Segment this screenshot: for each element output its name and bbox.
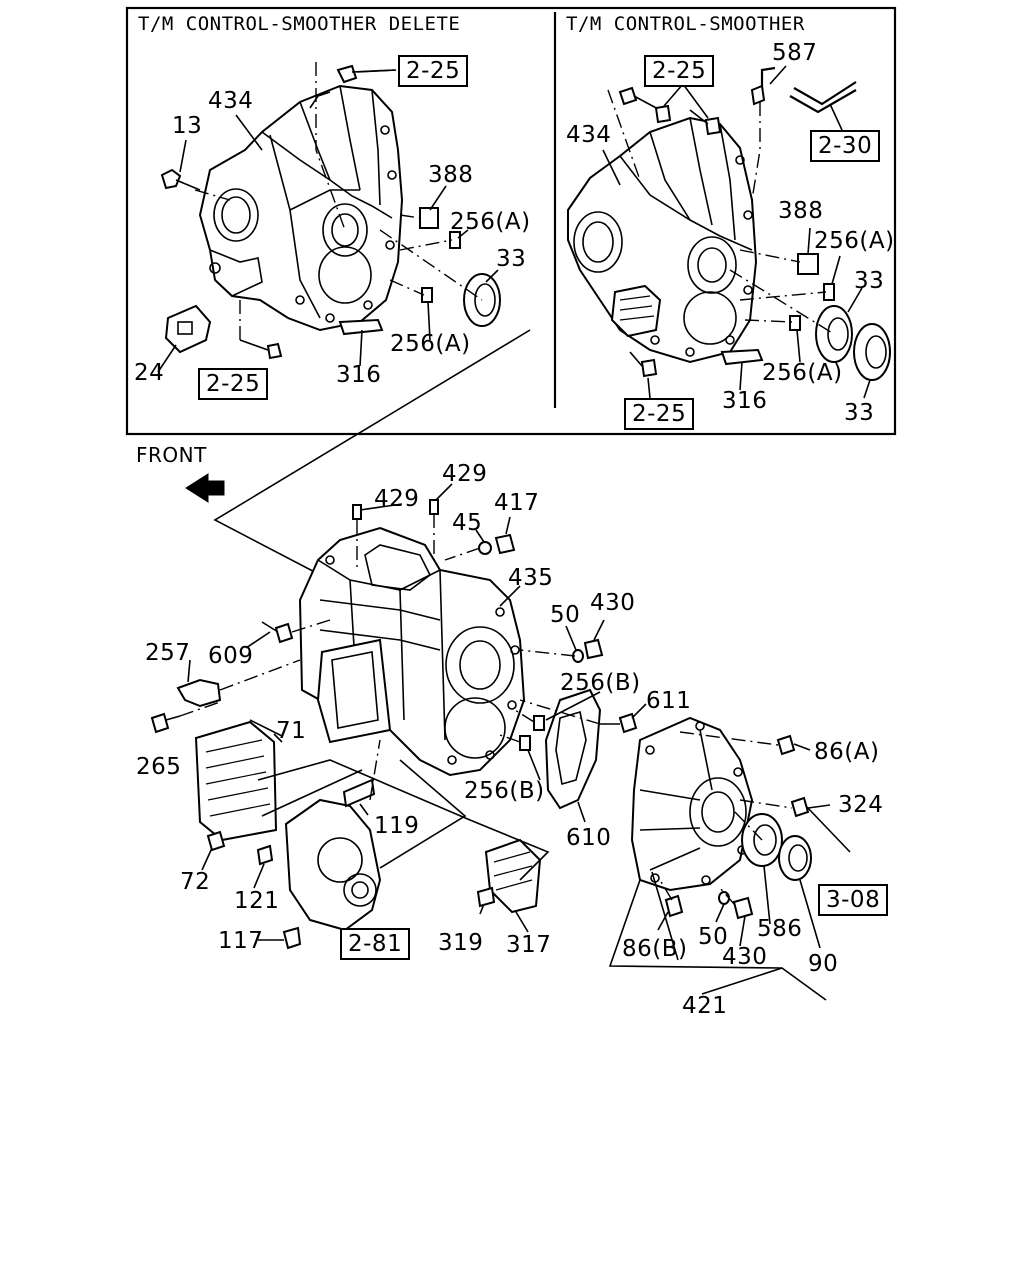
part-388-right: 388	[778, 198, 824, 224]
part-50-a: 50	[550, 602, 581, 628]
bell-housing-left	[198, 84, 404, 332]
part-119: 119	[374, 813, 420, 839]
transmission-case	[298, 526, 526, 777]
ref-2-25-right-top[interactable]: 2-25	[644, 55, 715, 87]
part-256b-b: 256(B)	[464, 778, 545, 804]
part-121: 121	[234, 888, 280, 914]
part-86b: 86(B)	[622, 936, 688, 962]
part-256a-right-2: 256(A)	[762, 360, 843, 386]
main-leaders	[179, 483, 831, 1001]
right-inset-leaders	[602, 65, 871, 399]
left-inset-small-parts	[160, 62, 501, 360]
inset-panel-frame	[125, 6, 897, 436]
part-50-b: 50	[698, 924, 729, 950]
part-319: 319	[438, 930, 484, 956]
part-257: 257	[145, 640, 191, 666]
part-429-b: 429	[374, 486, 420, 512]
part-45: 45	[452, 510, 483, 536]
main-small-parts	[150, 499, 851, 950]
part-611: 611	[646, 688, 692, 714]
part-117: 117	[218, 928, 264, 954]
part-435: 435	[508, 565, 554, 591]
right-panel-title: T/M CONTROL-SMOOTHER	[566, 13, 805, 35]
part-256b-a: 256(B)	[560, 670, 641, 696]
part-610: 610	[566, 825, 612, 851]
part-33-right-2: 33	[844, 400, 875, 426]
part-430-b: 430	[722, 944, 768, 970]
part-417: 417	[494, 490, 540, 516]
part-86a: 86(A)	[814, 739, 880, 765]
part-33-right-1: 33	[854, 268, 885, 294]
ref-2-25-left-top[interactable]: 2-25	[398, 55, 469, 87]
part-265: 265	[136, 754, 182, 780]
ref-2-25-right-bottom[interactable]: 2-25	[624, 398, 695, 430]
part-434-right: 434	[566, 122, 612, 148]
part-316-left: 316	[336, 362, 382, 388]
part-256a-right-1: 256(A)	[814, 228, 895, 254]
part-24: 24	[134, 360, 165, 386]
part-324: 324	[838, 792, 884, 818]
ref-2-81[interactable]: 2-81	[340, 928, 411, 960]
part-33-left: 33	[496, 246, 527, 272]
front-arrow-icon	[185, 473, 225, 503]
right-inset-small-parts	[607, 66, 891, 381]
left-panel-title: T/M CONTROL-SMOOTHER DELETE	[138, 13, 461, 35]
part-256a-left-1: 256(A)	[450, 209, 531, 235]
part-429-a: 429	[442, 461, 488, 487]
part-71: 71	[276, 718, 307, 744]
ref-2-30[interactable]: 2-30	[810, 130, 881, 162]
part-434-left: 434	[208, 88, 254, 114]
part-72: 72	[180, 869, 211, 895]
ref-3-08[interactable]: 3-08	[818, 884, 889, 916]
part-90: 90	[808, 951, 839, 977]
bell-housing-right	[567, 116, 758, 364]
part-317: 317	[506, 932, 552, 958]
part-609: 609	[208, 643, 254, 669]
part-587: 587	[772, 40, 818, 66]
left-inset-leaders	[157, 69, 499, 373]
part-388-left: 388	[428, 162, 474, 188]
ref-2-25-left-bottom[interactable]: 2-25	[198, 368, 269, 400]
part-421: 421	[682, 993, 728, 1019]
part-13: 13	[172, 113, 203, 139]
part-586: 586	[757, 916, 803, 942]
part-430-a: 430	[590, 590, 636, 616]
part-316-right: 316	[722, 388, 768, 414]
part-256a-left-2: 256(A)	[390, 331, 471, 357]
front-label: FRONT	[136, 443, 207, 467]
